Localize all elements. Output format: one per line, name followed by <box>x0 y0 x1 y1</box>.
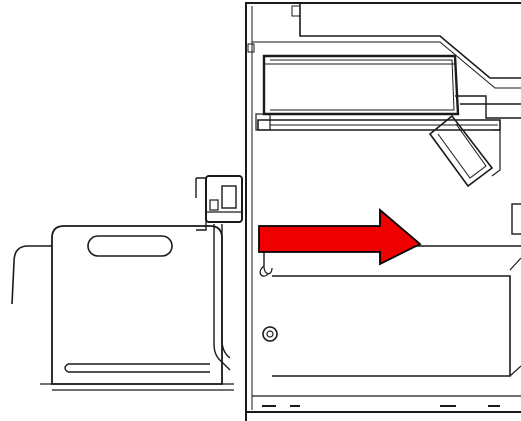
direction-arrow-icon <box>258 208 422 266</box>
side-latch <box>511 203 521 235</box>
chute-bracket <box>491 129 501 177</box>
side-unit-body <box>51 225 223 385</box>
hinge-top <box>291 5 301 17</box>
rail-stop <box>255 113 271 131</box>
output-chute <box>428 114 494 188</box>
drawer-right-frame <box>509 257 521 377</box>
vertical-cable <box>213 224 231 371</box>
right-guide <box>455 95 521 119</box>
drawer-hook <box>259 265 273 277</box>
side-unit <box>11 175 243 391</box>
top-cover-line <box>252 41 521 89</box>
handle-slot <box>87 235 173 257</box>
side-unit-rail <box>64 363 210 373</box>
hinge-left <box>247 43 255 53</box>
feeder-tray <box>262 54 460 116</box>
main-unit <box>245 2 521 421</box>
drawer-knob-outer <box>262 326 278 342</box>
connector-window <box>221 185 237 209</box>
side-unit-base <box>40 383 234 391</box>
output-chute-inner <box>437 123 487 179</box>
side-bracket <box>196 177 207 231</box>
connector-tab <box>209 199 219 211</box>
top-cover <box>299 3 521 79</box>
feeder-tray-inner <box>270 59 455 111</box>
connector-block <box>205 175 243 223</box>
paper-drawer-face <box>272 275 511 377</box>
side-cable <box>11 245 52 305</box>
drawer-knob-inner <box>266 330 274 338</box>
main-unit-outline <box>245 2 521 421</box>
